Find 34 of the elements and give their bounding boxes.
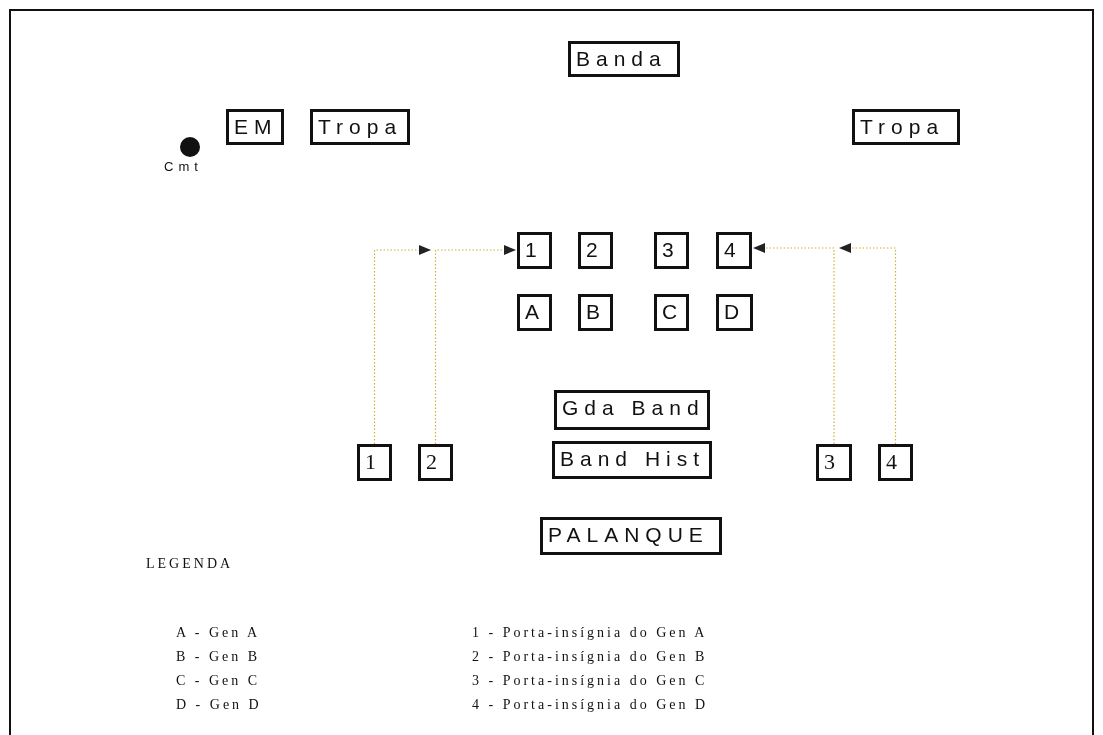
- arrow: [839, 243, 897, 445]
- commander-dot: [180, 137, 200, 157]
- position-box: B: [578, 294, 613, 331]
- position-box: 2: [418, 444, 453, 481]
- troop-box: Tropa: [310, 109, 410, 145]
- position-box: 3: [654, 232, 689, 269]
- legend-entry: 1 - Porta-insígnia do Gen A: [472, 625, 708, 641]
- stand-box: PALANQUE: [540, 517, 722, 555]
- band-box: Banda: [568, 41, 680, 77]
- position-box: A: [517, 294, 552, 331]
- legend-entry: D - Gen D: [176, 697, 262, 713]
- arrow: [373, 245, 431, 445]
- position-box: 4: [716, 232, 752, 269]
- legend-entry: B - Gen B: [176, 649, 261, 665]
- position-box: D: [716, 294, 753, 331]
- legend-heading: LEGENDA: [146, 556, 234, 572]
- staff-box: EM: [226, 109, 284, 145]
- position-box: 2: [578, 232, 613, 269]
- arrow: [753, 243, 835, 445]
- guard-box: Gda Band: [554, 390, 710, 430]
- arrow: [434, 245, 516, 445]
- legend-entry: A - Gen A: [176, 625, 261, 641]
- position-box: 4: [878, 444, 913, 481]
- legend-entry: 3 - Porta-insígnia do Gen C: [472, 673, 708, 689]
- node-caption: Cmt: [164, 159, 203, 174]
- position-box: 1: [517, 232, 552, 269]
- legend-entry: 4 - Porta-insígnia do Gen D: [472, 697, 709, 713]
- position-box: C: [654, 294, 689, 331]
- legend-entry: 2 - Porta-insígnia do Gen B: [472, 649, 708, 665]
- position-box: 1: [357, 444, 392, 481]
- band-box: Band Hist: [552, 441, 712, 479]
- legend-entry: C - Gen C: [176, 673, 261, 689]
- troop-box: Tropa: [852, 109, 960, 145]
- position-box: 3: [816, 444, 852, 481]
